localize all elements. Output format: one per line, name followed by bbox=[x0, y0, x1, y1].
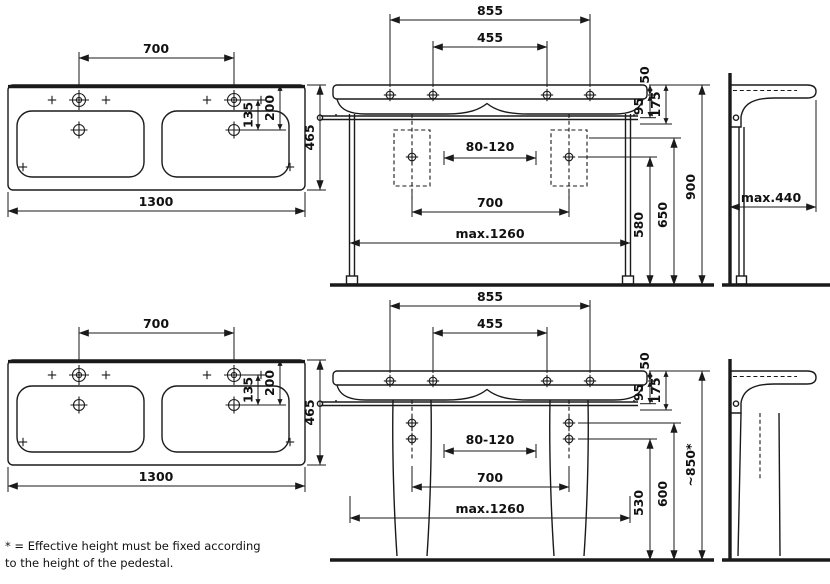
dim-label-total-height: 900 bbox=[683, 174, 698, 200]
waste-outlet-icon bbox=[405, 416, 419, 430]
towel-rail-section bbox=[732, 114, 740, 121]
basin-bowl-left bbox=[16, 110, 145, 178]
basin-bowl-right bbox=[161, 110, 290, 178]
dim-label-edge-to-drain: 200 bbox=[262, 95, 277, 121]
side-view-basin bbox=[730, 84, 817, 128]
dim-label-width: 1300 bbox=[139, 194, 174, 209]
dim-label-frame-width: max.1260 bbox=[455, 501, 524, 516]
dim-label-trap-height: 530 bbox=[631, 490, 646, 516]
dim-label-inner-holes: 455 bbox=[477, 30, 503, 45]
drain-icon bbox=[69, 120, 89, 140]
faucet-hole-icon bbox=[68, 89, 90, 111]
dim-label-underside-height: 650 bbox=[655, 202, 670, 228]
dim-label-outlet-range: 80-120 bbox=[466, 432, 515, 447]
dim-label-outlet-height: 600 bbox=[655, 481, 670, 507]
leg-foot bbox=[621, 275, 635, 285]
dim-label-drain-spacing: 700 bbox=[477, 470, 503, 485]
dim-label-faucet-to-drain: 135 bbox=[241, 102, 256, 128]
dim-label-depth: 465 bbox=[302, 124, 317, 150]
dim-label-outlet-range: 80-120 bbox=[466, 139, 515, 154]
dim-label-faucet-spacing: 700 bbox=[143, 41, 169, 56]
side-view-bottom bbox=[722, 359, 830, 562]
plan-view-top: 700 1300 135 200 465 bbox=[7, 41, 326, 217]
dim-label-outer-holes: 855 bbox=[477, 3, 503, 18]
plan-basin-outline bbox=[7, 84, 306, 191]
waste-outlet-icon bbox=[562, 432, 576, 446]
dim-label-trap-height: 580 bbox=[631, 212, 646, 238]
dim-label-effective-height: ~850* bbox=[683, 443, 698, 487]
side-view-top: max.440 bbox=[722, 73, 830, 287]
basin-side-profile bbox=[730, 84, 817, 128]
dim-label-rim-to-faucet: 50 bbox=[637, 66, 652, 84]
front-view-basin-bottom bbox=[317, 289, 710, 410]
pedestal-side bbox=[737, 412, 742, 557]
pedestal-hidden-lines bbox=[411, 400, 570, 460]
plan-dimensions: 700 1300 135 200 465 bbox=[7, 41, 326, 217]
basin-underside bbox=[336, 98, 644, 115]
front-view-bottom-pedestal: 80-120 700 max.1260 530 600 ~850* bbox=[330, 370, 714, 562]
footnote-line-1: * = Effective height must be fixed accor… bbox=[5, 539, 261, 553]
waste-outlet-icon bbox=[405, 150, 419, 164]
plan-view-bottom bbox=[8, 316, 326, 492]
dim-label-faucet-to-rail: 95 bbox=[631, 98, 646, 115]
trap-hidden-lines bbox=[393, 114, 588, 200]
leg-foot bbox=[735, 275, 748, 285]
waste-outlet-icon bbox=[405, 432, 419, 446]
side-hole-mark-icon bbox=[101, 95, 111, 105]
pedestal-right bbox=[549, 399, 555, 557]
waste-outlet-icon bbox=[562, 150, 576, 164]
front-view-basin-top: 855 455 50 95 175 bbox=[316, 3, 710, 125]
footnote-line-2: to the height of the pedestal. bbox=[5, 556, 173, 570]
dim-label-drain-spacing: 700 bbox=[477, 195, 503, 210]
front-view-top-frame: 80-120 700 max.1260 580 650 900 bbox=[330, 84, 714, 287]
leg-foot bbox=[345, 275, 359, 285]
basin-rim bbox=[332, 84, 648, 100]
pedestal-left bbox=[392, 399, 398, 557]
waste-outlet-icon bbox=[562, 416, 576, 430]
side-hole-mark-icon bbox=[47, 95, 57, 105]
dim-label-frame-width: max.1260 bbox=[455, 226, 524, 241]
dim-label-rim-height: 175 bbox=[648, 91, 663, 117]
towel-rail-end-cap bbox=[316, 114, 324, 121]
side-view-basin-bottom bbox=[729, 370, 817, 414]
dim-label-depth-max: max.440 bbox=[741, 190, 802, 205]
side-hole-mark-icon bbox=[202, 95, 212, 105]
